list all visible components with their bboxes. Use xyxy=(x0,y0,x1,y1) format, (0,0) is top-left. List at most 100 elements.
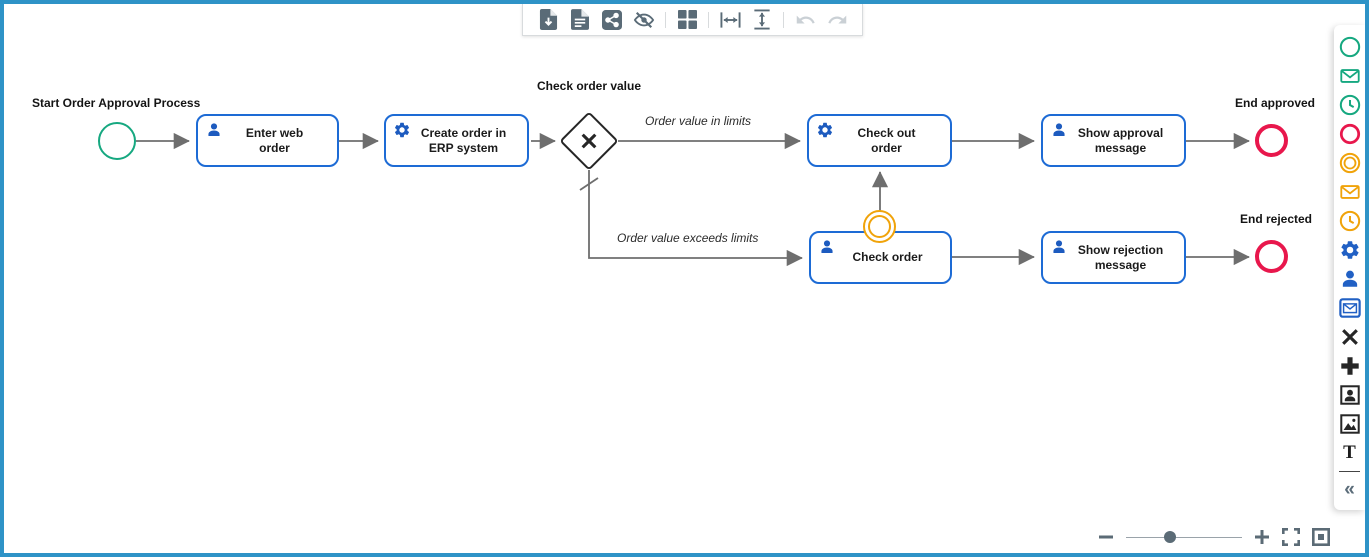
palette-message-intermediate-event[interactable] xyxy=(1336,178,1363,205)
palette-message-task[interactable] xyxy=(1336,294,1363,321)
flow-label-exceeds-limits: Order value exceeds limits xyxy=(617,231,759,245)
hide-visibility-button[interactable] xyxy=(629,7,659,33)
share-icon xyxy=(602,9,622,30)
document-button[interactable] xyxy=(565,7,595,33)
message-intermediate-icon xyxy=(1339,184,1360,199)
zoom-slider[interactable] xyxy=(1126,530,1242,544)
zoom-slider-knob[interactable] xyxy=(1164,531,1177,543)
message-task-icon xyxy=(1338,297,1361,318)
palette-intermediate-event[interactable] xyxy=(1336,149,1363,176)
shape-palette: T « xyxy=(1334,25,1365,510)
task-label: Enter web order xyxy=(245,125,304,155)
sequence-flow-default xyxy=(588,170,803,267)
sequence-flows-layer xyxy=(136,132,1250,267)
user-icon xyxy=(1050,121,1068,144)
service-task-icon xyxy=(1340,240,1359,259)
boundary-intermediate-event[interactable] xyxy=(863,210,896,243)
boundary-event-inner-ring xyxy=(868,215,891,238)
exclusive-gateway[interactable] xyxy=(559,111,619,171)
flow-label-in-limits: Order value in limits xyxy=(645,114,752,128)
end-approved-label: End approved xyxy=(1234,96,1316,110)
palette-text-annotation[interactable]: T xyxy=(1336,439,1363,466)
palette-start-event[interactable] xyxy=(1336,33,1363,60)
fullscreen-icon xyxy=(1282,528,1300,546)
end-event-approved[interactable] xyxy=(1255,124,1288,157)
default-flow-slash xyxy=(579,177,599,191)
task-label: Create order in ERP system xyxy=(420,125,507,155)
end-rejected-label: End rejected xyxy=(1239,212,1313,226)
share-button[interactable] xyxy=(597,7,627,33)
task-create-order-erp[interactable]: Create order in ERP system xyxy=(384,114,529,167)
task-label: Check order xyxy=(852,250,923,264)
redo-icon xyxy=(827,15,846,23)
gateway-label: Check order value xyxy=(536,79,642,93)
zoom-slider-track xyxy=(1126,536,1242,538)
document-icon xyxy=(571,9,589,30)
user-icon xyxy=(205,121,223,144)
palette-timer-intermediate-event[interactable] xyxy=(1336,207,1363,234)
palette-exclusive-gateway[interactable] xyxy=(1336,323,1363,350)
toolbar-separator xyxy=(665,11,666,28)
palette-participant[interactable] xyxy=(1336,381,1363,408)
distribute-vertical-button[interactable] xyxy=(747,7,777,33)
exclusive-gateway-icon xyxy=(1341,328,1358,345)
undo-icon xyxy=(796,15,815,23)
fit-viewport-icon xyxy=(1312,528,1330,546)
user-icon xyxy=(818,238,836,261)
gateway-x-icon xyxy=(581,133,597,149)
zoom-controls xyxy=(1098,528,1330,546)
palette-divider xyxy=(1339,471,1360,472)
palette-parallel-gateway[interactable] xyxy=(1336,352,1363,379)
intermediate-event-icon xyxy=(1339,152,1360,173)
task-show-rejection-message[interactable]: Show rejection message xyxy=(1041,231,1186,284)
palette-collapse-button[interactable]: « xyxy=(1336,476,1363,503)
redo-button[interactable] xyxy=(822,7,852,33)
task-check-out-order[interactable]: Check out order xyxy=(807,114,952,167)
task-label: Check out order xyxy=(857,125,916,155)
vertical-distribute-icon xyxy=(754,9,770,30)
end-event-rejected[interactable] xyxy=(1255,240,1288,273)
timer-start-icon xyxy=(1339,94,1360,115)
palette-image[interactable] xyxy=(1336,410,1363,437)
end-event-icon xyxy=(1339,123,1360,144)
horizontal-distribute-icon xyxy=(719,11,741,28)
zoom-out-button[interactable] xyxy=(1098,529,1114,545)
image-icon xyxy=(1339,413,1360,434)
collapse-chevrons-icon: « xyxy=(1344,479,1355,500)
parallel-gateway-icon xyxy=(1340,356,1359,375)
minus-icon xyxy=(1099,535,1113,539)
text-annotation-icon: T xyxy=(1343,442,1356,463)
fit-viewport-button[interactable] xyxy=(1312,528,1330,546)
grid-icon xyxy=(677,10,697,29)
fullscreen-button[interactable] xyxy=(1282,528,1300,546)
distribute-horizontal-button[interactable] xyxy=(715,7,745,33)
task-show-approval-message[interactable]: Show approval message xyxy=(1041,114,1186,167)
palette-timer-start-event[interactable] xyxy=(1336,91,1363,118)
gear-icon xyxy=(393,121,411,144)
export-file-button[interactable] xyxy=(533,7,563,33)
palette-user-task[interactable] xyxy=(1336,265,1363,292)
task-enter-web-order[interactable]: Enter web order xyxy=(196,114,339,167)
plus-icon xyxy=(1255,530,1269,544)
start-event[interactable] xyxy=(98,122,136,160)
grid-layout-button[interactable] xyxy=(672,7,702,33)
palette-message-start-event[interactable] xyxy=(1336,62,1363,89)
zoom-in-button[interactable] xyxy=(1254,529,1270,545)
editor-toolbar xyxy=(522,4,863,36)
gear-icon xyxy=(816,121,834,144)
palette-end-event[interactable] xyxy=(1336,120,1363,147)
timer-intermediate-icon xyxy=(1339,210,1360,231)
start-event-icon xyxy=(1339,36,1360,57)
export-file-icon xyxy=(539,9,557,30)
toolbar-separator xyxy=(708,11,709,28)
message-start-icon xyxy=(1339,68,1360,83)
undo-button[interactable] xyxy=(790,7,820,33)
user-task-icon xyxy=(1342,270,1357,287)
task-label: Show approval message xyxy=(1077,125,1164,155)
eye-off-icon xyxy=(633,11,655,28)
task-label: Show rejection message xyxy=(1077,242,1164,272)
toolbar-separator xyxy=(783,11,784,28)
participant-icon xyxy=(1339,384,1360,405)
palette-service-task[interactable] xyxy=(1336,236,1363,263)
